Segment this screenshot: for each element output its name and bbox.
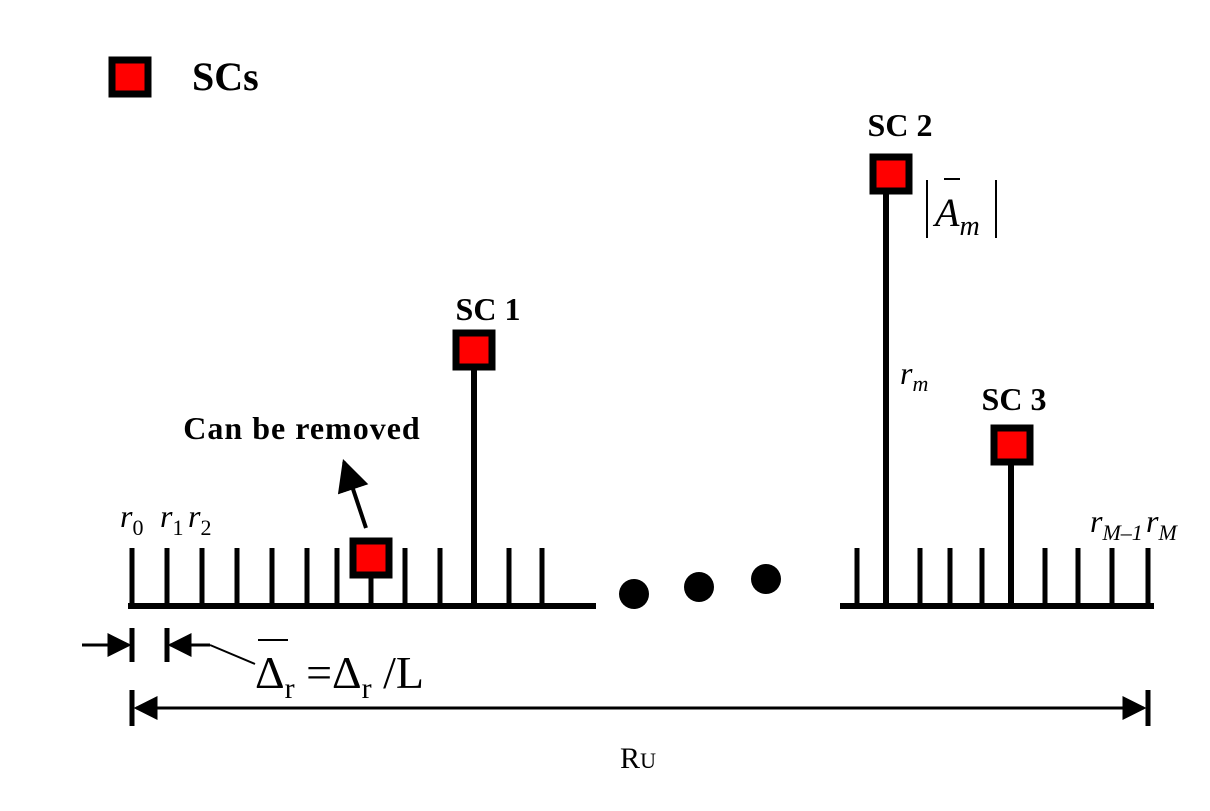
removed-arrow: [337, 458, 369, 529]
legend: SCs: [108, 54, 259, 99]
right-grid: [840, 548, 1154, 609]
grid-label-r-m-minus-1: rM–1: [1090, 503, 1143, 545]
sc-1: SC 1: [452, 291, 521, 606]
sc-3-label: SC 3: [982, 381, 1047, 417]
spacing-leader: [209, 644, 256, 665]
spacing-indicator: Δr =Δr /L: [82, 628, 424, 705]
range-indicator: RU: [129, 690, 1151, 775]
sc-1-marker: [452, 329, 496, 371]
sc-2-label: SC 2: [868, 107, 933, 143]
ellipsis-dot: [684, 572, 714, 602]
sc-1-label: SC 1: [456, 291, 521, 327]
removed-annotation: Can be removed: [183, 410, 420, 529]
ellipsis-dot: [751, 564, 781, 594]
legend-label: SCs: [192, 54, 259, 99]
legend-sc-marker: [108, 56, 152, 98]
grid-label-r1: r1: [160, 498, 183, 540]
sc-2-marker: [869, 153, 913, 195]
sc-3: SC 3: [982, 381, 1047, 606]
sc-2: SC 2: [868, 107, 933, 606]
grid-label-r-m: rM: [1146, 503, 1178, 545]
range-label: RU: [620, 742, 656, 775]
removable-sc: [349, 537, 393, 606]
amplitude-label: Am: [926, 178, 997, 242]
removable-sc-marker: [349, 537, 393, 579]
grid-label-r2: r2: [188, 498, 211, 540]
amplitude-text: Am: [932, 190, 980, 242]
ellipsis-dot: [619, 579, 649, 609]
grid-label-r0: r0: [120, 498, 143, 540]
spacing-formula: Δr =Δr /L: [255, 647, 424, 705]
sc-3-marker: [990, 424, 1034, 466]
ellipsis-dots: [619, 564, 781, 609]
left-grid: [128, 548, 596, 609]
radius-m-label: rm: [900, 355, 928, 396]
removed-label: Can be removed: [183, 410, 420, 446]
